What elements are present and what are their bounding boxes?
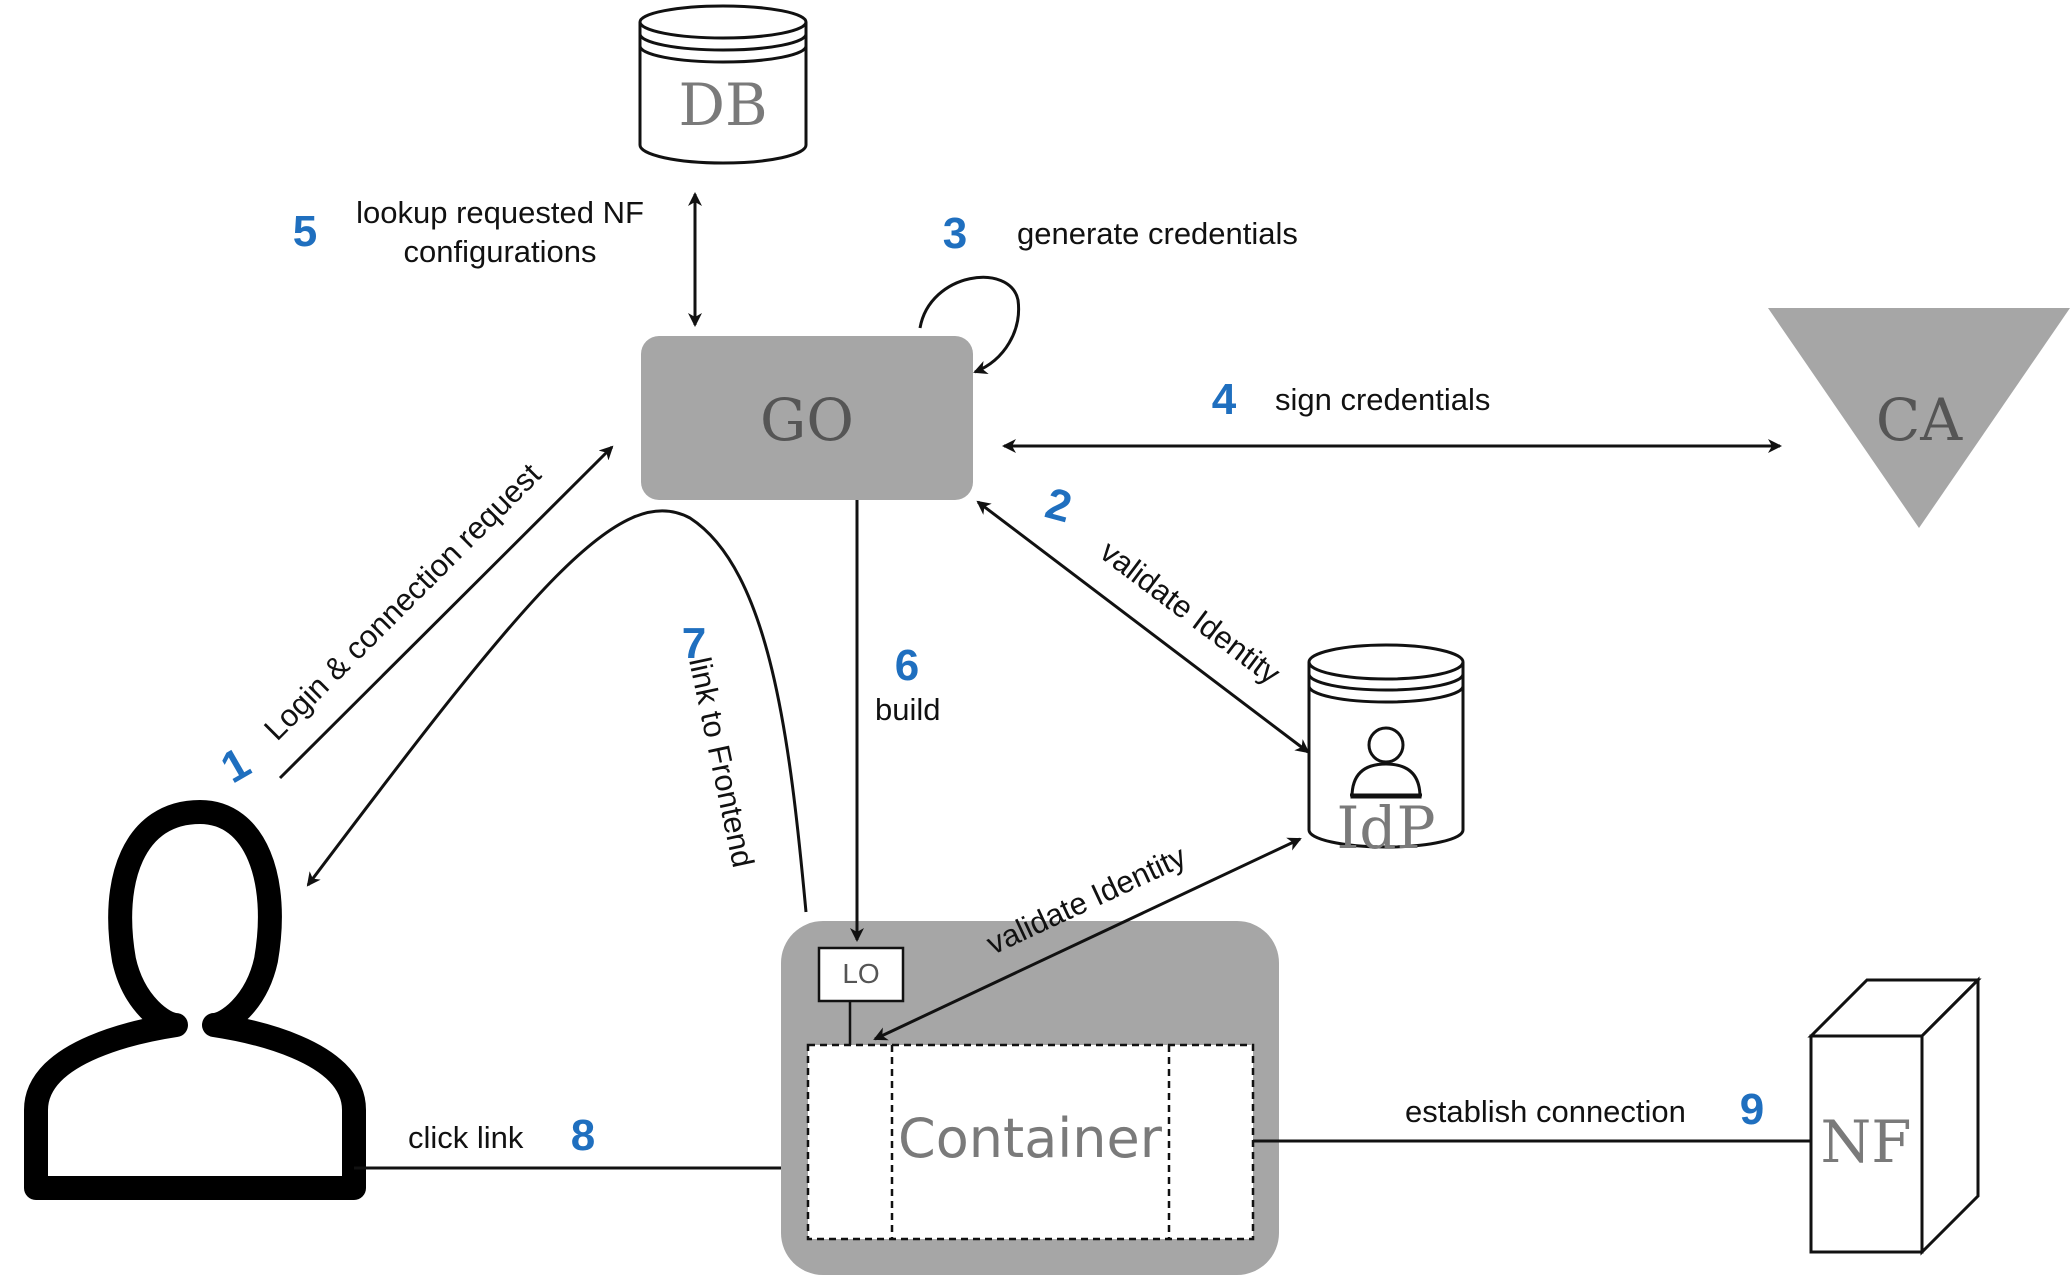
- nf-label: NF: [1821, 1108, 1912, 1176]
- step-3-label: generate credentials: [1017, 216, 1298, 251]
- step-9-number: 9: [1740, 1085, 1764, 1134]
- step-5-label-line1: lookup requested NF: [356, 195, 644, 230]
- step-6-number: 6: [895, 641, 919, 690]
- ca-node: CA: [1768, 308, 2070, 528]
- edge-user-go: [278, 445, 614, 780]
- container-label: Container: [898, 1107, 1163, 1170]
- go-node: GO: [641, 336, 973, 500]
- step-8-label: click link: [408, 1120, 524, 1155]
- step-7-number: 7: [682, 619, 706, 668]
- nf-node: NF: [1807, 976, 1982, 1256]
- idp-node: IdP: [1307, 643, 1465, 862]
- edge-go-idp: [976, 500, 1310, 754]
- go-label: GO: [760, 386, 854, 454]
- step-9-label: establish connection: [1405, 1094, 1686, 1129]
- edge-container-idp: [873, 837, 1302, 1041]
- db-node: DB: [638, 4, 808, 165]
- step-4-number: 4: [1212, 375, 1237, 424]
- user-icon: [1350, 726, 1422, 799]
- ca-label: CA: [1876, 386, 1963, 454]
- step-7-label: link to Frontend: [682, 654, 761, 870]
- step-6-label: build: [875, 692, 941, 727]
- idp-label: IdP: [1336, 794, 1435, 862]
- step-3-number: 3: [943, 209, 967, 258]
- lo-label: LO: [842, 958, 879, 989]
- step-5-number: 5: [293, 207, 317, 256]
- edge-link-frontend: [306, 509, 808, 913]
- step-1-label: Login & connection request: [257, 456, 548, 747]
- user-icon: [24, 800, 366, 1200]
- edge-go-self-loop: [918, 275, 1021, 375]
- step-8-number: 8: [571, 1111, 595, 1160]
- step-1-number: 1: [213, 738, 259, 793]
- db-label: DB: [678, 71, 767, 139]
- step-2-number: 2: [1040, 479, 1076, 533]
- step-5-label-line2: configurations: [403, 234, 596, 269]
- step-4-label: sign credentials: [1275, 382, 1490, 417]
